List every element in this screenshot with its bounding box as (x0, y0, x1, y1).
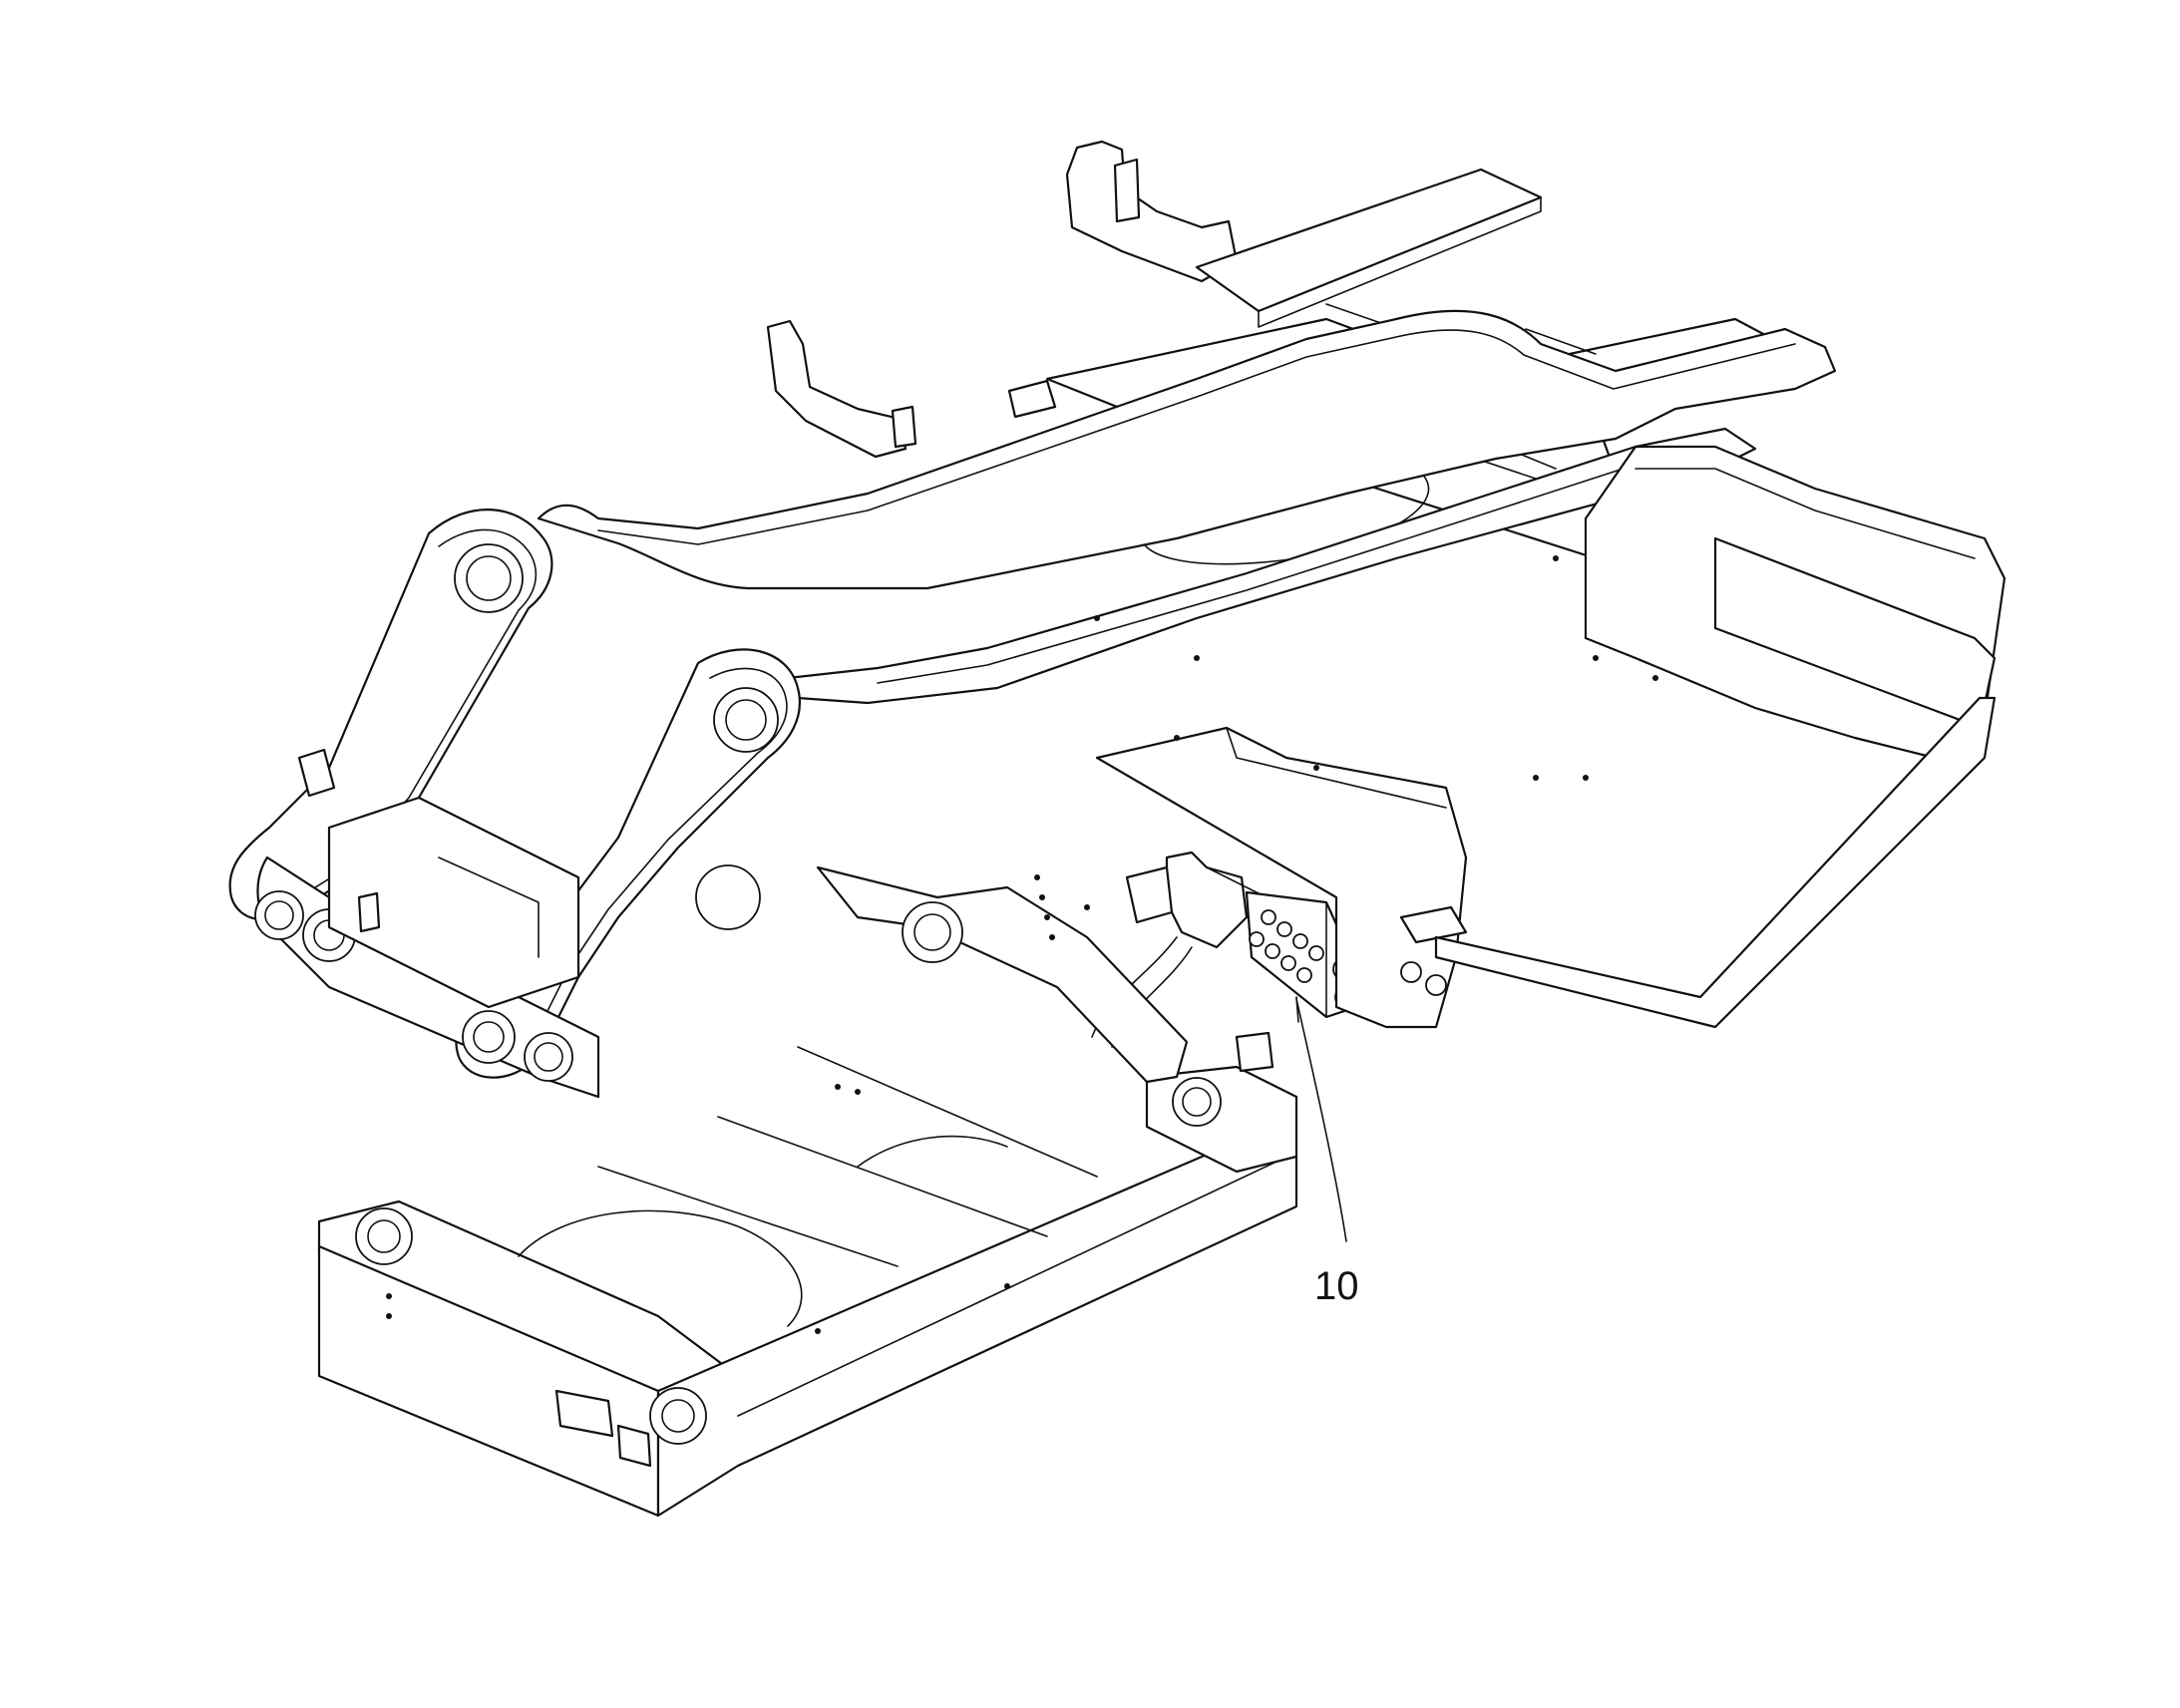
rear-box (1095, 696, 1997, 1029)
manifold-assembly (1091, 851, 1358, 1048)
fastener-dots (386, 555, 1658, 1334)
callout-label-10: 10 (1314, 1264, 1359, 1308)
callout-leader-line (1295, 998, 1347, 1242)
lower-frame (317, 865, 1298, 1518)
side-members (537, 309, 2006, 760)
boom-pedestal (228, 509, 801, 1099)
